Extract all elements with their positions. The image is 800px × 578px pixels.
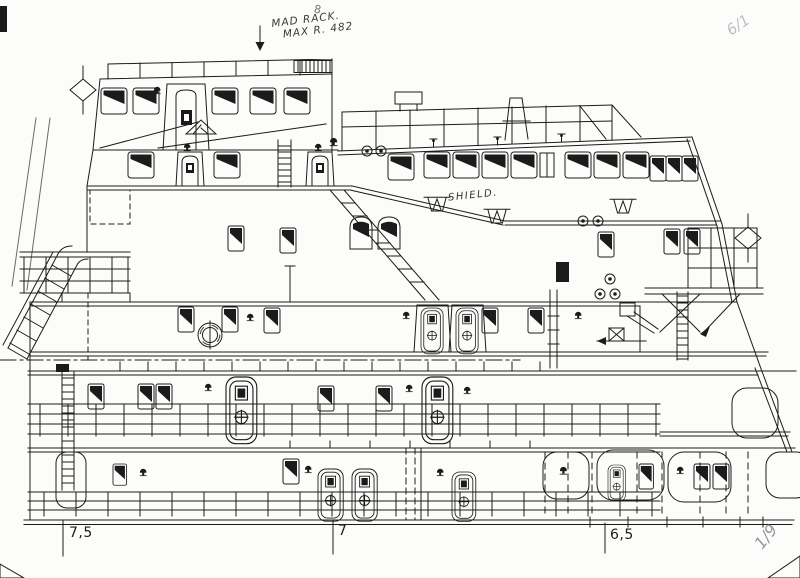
main-deck-edge [0,359,797,376]
stanchion-row [289,440,531,449]
bridge-deck-level [86,91,723,227]
bridge-door [162,83,210,151]
porthole-icon [375,145,387,157]
scan-edge-mark [0,6,7,32]
forestay-lines [11,117,51,291]
vent-icon [574,311,582,320]
aft-slope-edge [691,136,723,225]
front-console-slope [99,121,327,149]
vent-icon [463,386,471,395]
vent-icon [139,468,147,477]
porthole-icon [594,288,606,300]
deck-railing [27,403,661,437]
vent-icon [304,465,312,474]
cabin-door [305,151,335,187]
lower-hull-level [27,440,800,522]
vent-icon [402,311,410,320]
life-ring-icon [197,320,223,350]
mad-rack-arrow-icon [255,25,265,51]
vent-icon [329,137,338,147]
bulwark-opening [55,451,87,509]
vent-icon [204,383,212,392]
vent-icon [559,466,568,475]
deck-edge [86,185,721,222]
frame-line-dashed [405,447,416,520]
porthole-icon [361,145,373,157]
frame-lines-dashed [544,451,749,517]
upper-deck-railing [341,104,642,151]
shelter-deck-level [29,288,769,369]
deck-lamp-icon [493,136,502,146]
bulwark-opening [542,451,590,500]
baseline [23,516,795,557]
deck-post [284,265,296,303]
davit-fitting [596,302,659,345]
hull-edge [759,365,793,453]
bow-ladder [61,371,75,491]
dark-hatch [556,262,569,282]
paired-watertight-doors [413,304,487,355]
hatched-panel [293,60,333,73]
deck-lamp-icon [557,133,566,143]
scan-artifacts [0,6,800,578]
wheelhouse [92,58,339,152]
porthole-icon [604,273,616,285]
stanchion-row [119,361,541,372]
king-post [502,97,531,141]
deck-lamp-icon [429,138,438,148]
platform-railing [687,227,758,269]
roof-railing-posts [107,60,301,80]
upper-hull-level [27,364,793,491]
deck-fitting [56,364,69,372]
porthole-icon [609,288,621,300]
deck-pipe [547,289,560,369]
deck-railing [27,491,661,517]
bow-platform-and-ramp [2,117,131,521]
dashed-outline-box [89,189,131,225]
watertight-door [607,464,626,502]
inclined-ramp [2,245,89,360]
aft-bracket-platform [596,223,764,367]
boat-deck-level [29,185,738,353]
arched-window [349,216,373,250]
second-deck-window-row [127,151,699,182]
watertight-door [451,471,477,522]
roof-box [394,91,423,105]
hull-edge [721,223,761,367]
watertight-door [317,468,344,522]
aft-ladder [676,291,689,361]
bulwark-opening [596,449,665,501]
cabin-door [175,151,205,187]
vent-icon [676,466,684,475]
bulwark-opening [765,451,800,499]
watertight-door [351,468,378,522]
vent-icon [405,384,413,393]
dimension-ticks [62,520,606,557]
datum-diamond-left [69,65,97,115]
wheelhouse-roof [99,73,333,80]
vertical-ladder [277,139,292,188]
frame-ticks [589,516,764,528]
platform-braces [659,293,741,335]
deck-stand [423,196,451,212]
vent-icon [246,313,254,322]
platform-railing [19,268,131,294]
compass-platform [184,119,218,135]
vent-icon [436,468,444,477]
deck-stand [609,198,637,214]
